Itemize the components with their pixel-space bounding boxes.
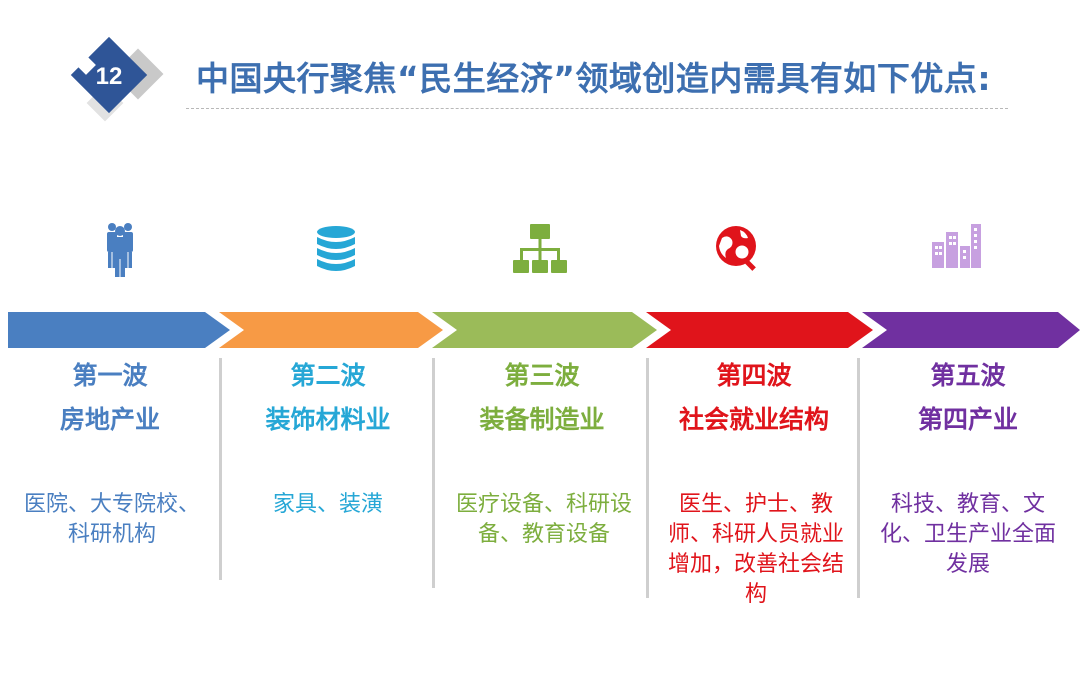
wave-industry: 第四产业 [917,405,1018,434]
badge-number: 12 [96,63,123,90]
title-divider [186,108,1008,109]
timeline-arrow-band [8,312,1080,348]
wave-description-3: 医疗设备、科研设备、教育设备 [455,492,632,547]
wave-description-5: 科技、教育、文化、卫生产业全面发展 [879,492,1056,577]
chevron-wave-5 [862,312,1080,348]
city-buildings-icon [932,224,981,268]
wave-industry: 房地产业 [59,405,160,434]
wave-industry: 社会就业结构 [678,405,829,434]
page-title: 中国央行聚焦“民生经济”领域创造内需具有如下优点: [196,59,992,98]
wave-label: 第三波 [504,361,580,390]
chevron-wave-2 [219,312,443,348]
globe-search-icon [716,226,756,271]
number-badge: 12 [70,36,164,122]
wave-label: 第四波 [716,361,792,390]
wave-label: 第五波 [930,361,1006,390]
wave-label: 第一波 [72,361,148,390]
wave-label: 第二波 [290,361,366,390]
wave-industry: 装饰材料业 [265,405,391,434]
wave-column-5: 第五波 第四产业 [868,360,1068,436]
wave-column-1: 第一波 房地产业 [10,360,210,436]
column-divider [646,358,649,598]
wave-column-3: 第三波 装备制造业 [442,360,642,436]
chevron-wave-4 [646,312,873,348]
chevron-wave-1 [8,312,230,348]
wave-column-2: 第二波 装饰材料业 [228,360,428,436]
column-divider [219,358,222,580]
org-chart-icon [513,224,567,273]
wave-description-1: 医院、大专院校、科研机构 [23,492,200,547]
chevron-wave-3 [432,312,657,348]
column-divider [857,358,860,598]
wave-industry: 装备制造业 [479,405,605,434]
people-icon [107,223,133,277]
wave-description-2: 家具、装潢 [272,492,383,517]
database-icon [317,226,355,271]
wave-description-4: 医生、护士、教师、科研人员就业增加，改善社会结构 [667,492,844,607]
column-divider [432,358,435,588]
wave-column-4: 第四波 社会就业结构 [654,360,854,436]
